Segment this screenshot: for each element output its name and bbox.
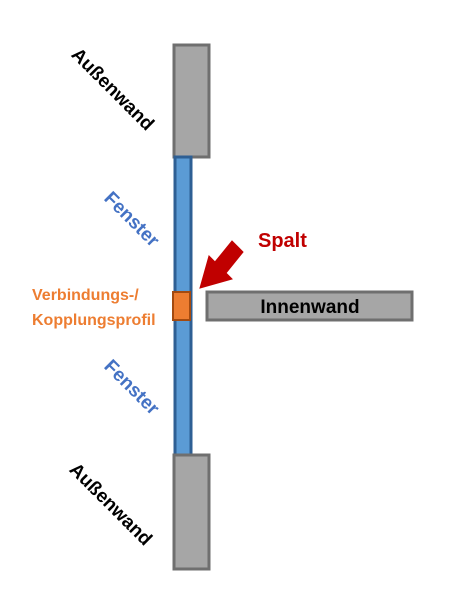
gap-label: Spalt bbox=[258, 230, 307, 252]
outer-wall-top-label: Außenwand bbox=[67, 44, 158, 135]
coupling-profile-label-line2: Kopplungsprofil bbox=[32, 312, 156, 329]
outer-wall-bottom-label: Außenwand bbox=[65, 459, 156, 550]
inner-wall-label: Innenwand bbox=[260, 297, 359, 318]
window-bottom-label: Fenster bbox=[100, 356, 164, 420]
window-top-label: Fenster bbox=[100, 188, 164, 252]
coupling-profile bbox=[172, 291, 191, 321]
outer-wall-top bbox=[172, 43, 211, 159]
inner-wall bbox=[205, 290, 414, 322]
outer-wall-bottom bbox=[172, 453, 211, 571]
gap-arrow bbox=[199, 240, 244, 289]
coupling-profile-label-line1: Verbindungs-/ bbox=[32, 287, 139, 304]
